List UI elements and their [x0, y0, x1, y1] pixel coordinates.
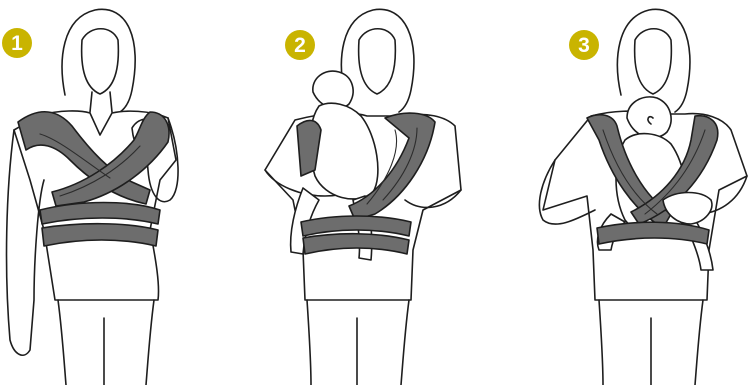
- step-1-panel: 1: [0, 0, 245, 385]
- step-2-badge: 2: [285, 30, 315, 60]
- neck: [90, 92, 112, 112]
- legs: [307, 300, 409, 385]
- face: [359, 29, 396, 94]
- legs: [599, 300, 703, 385]
- step-3-illustration: [495, 0, 753, 385]
- legs: [58, 300, 154, 385]
- step-2-panel: 2: [245, 0, 495, 385]
- step-3-panel: 3: [495, 0, 753, 385]
- face: [82, 29, 119, 94]
- step-2-illustration: [245, 0, 495, 385]
- step-1-illustration: [0, 0, 245, 385]
- step-1-badge: 1: [2, 28, 32, 58]
- face: [635, 29, 672, 94]
- step-3-badge: 3: [569, 30, 599, 60]
